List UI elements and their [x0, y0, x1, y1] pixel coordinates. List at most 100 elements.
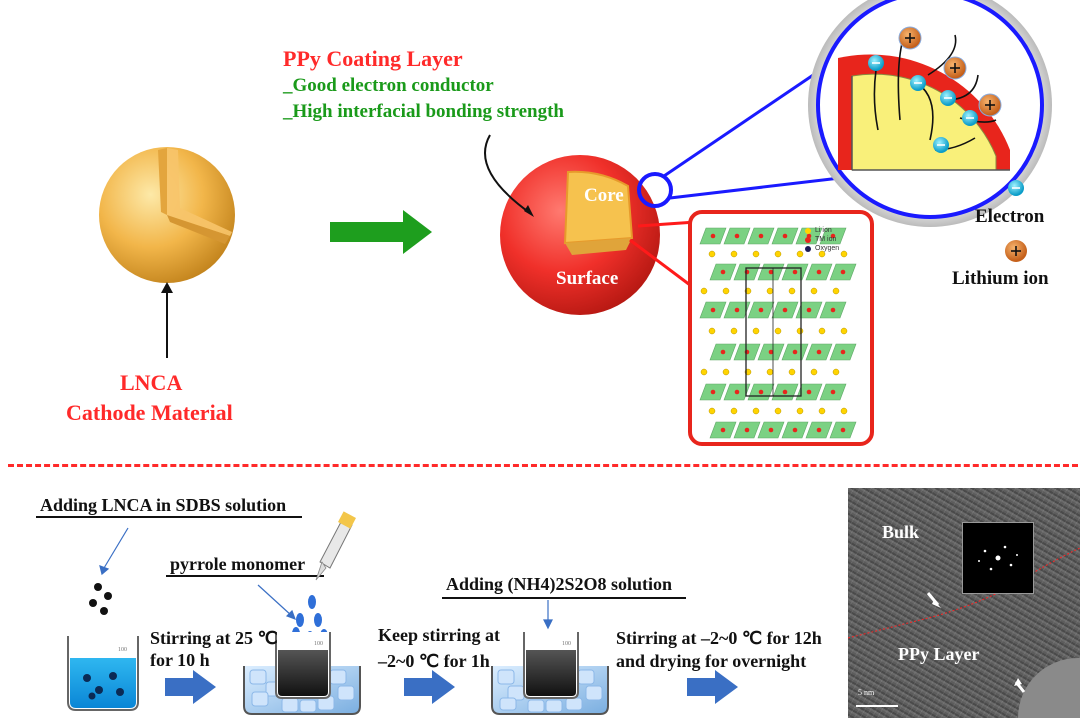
zoom-bubble: [808, 0, 1052, 227]
tm-ion: [782, 389, 788, 395]
li-ion: [730, 250, 738, 258]
li-ion: [788, 368, 796, 376]
li-ion: [700, 287, 708, 295]
electron-legend-icon: [1008, 180, 1024, 196]
li-ion: [708, 407, 716, 415]
tm-ion: [830, 389, 836, 395]
li-ion: [722, 368, 730, 376]
green-process-arrow: [330, 210, 432, 254]
tm-ion: [720, 349, 726, 355]
tm-ion: [792, 269, 798, 275]
tm-ion: [720, 427, 726, 433]
ice-bath-2: 100: [491, 632, 609, 715]
electron-icons: [868, 55, 978, 153]
pyrrole-label: pyrrole monomer: [170, 554, 306, 574]
li-ion: [766, 368, 774, 376]
surface-label: Surface: [556, 268, 619, 289]
core-label: Core: [584, 185, 624, 206]
li-ion: [840, 407, 848, 415]
li-ion: [832, 287, 840, 295]
li-ion: [818, 250, 826, 258]
adding-aps-title: Adding (NH4)2S2O8 solution: [446, 574, 673, 594]
li-ion: [840, 327, 848, 335]
svg-text:100: 100: [562, 641, 571, 647]
ppy-property-1: _Good electron conductor: [283, 75, 494, 96]
tm-ion: [768, 349, 774, 355]
ppy-property-2: _High interfacial bonding strength: [283, 101, 564, 122]
li-ion: [730, 327, 738, 335]
li-ion: [766, 287, 774, 295]
tm-ion: [734, 233, 740, 239]
li-ion: [752, 407, 760, 415]
legend-li: Li ion: [815, 227, 832, 234]
li-ion: [840, 250, 848, 258]
tm-ion: [816, 427, 822, 433]
tm-ion: [816, 269, 822, 275]
step1-stir-2: for 10 h: [150, 650, 210, 670]
lithium-ion-icons: [898, 26, 1002, 117]
tm-ion: [792, 427, 798, 433]
li-ion: [774, 327, 782, 335]
li-ion: [700, 368, 708, 376]
crystal-lattice-panel: [688, 210, 874, 446]
lattice-legend: Li ion TM ion Oxygen: [815, 226, 839, 253]
lithium-label: Lithium ion: [952, 268, 1049, 289]
li-ion: [810, 287, 818, 295]
tm-ion: [768, 269, 774, 275]
coated-sphere: [500, 155, 660, 315]
tm-ion: [734, 307, 740, 313]
li-ion: [818, 327, 826, 335]
ppy-title: PPy Coating Layer: [283, 46, 463, 71]
li-ion: [832, 368, 840, 376]
keep-stirring-1: Keep stirring at: [378, 625, 500, 645]
li-ion: [774, 407, 782, 415]
li-ion: [752, 250, 760, 258]
tm-ion: [840, 269, 846, 275]
step1-title: Adding LNCA in SDBS solution: [40, 495, 287, 515]
li-ion: [796, 250, 804, 258]
li-ion: [708, 327, 716, 335]
bottom-process: 100 100: [36, 511, 738, 715]
svg-text:100: 100: [118, 647, 127, 653]
tm-ion: [710, 233, 716, 239]
tm-ion: [720, 269, 726, 275]
beaker-1: 100: [67, 636, 139, 711]
tm-ion: [782, 307, 788, 313]
lnca-pointer-arrow: [161, 282, 173, 358]
final-step-2: and drying for overnight: [616, 651, 807, 671]
li-ion: [818, 407, 826, 415]
top-diagram: [99, 0, 1052, 446]
tm-ion: [830, 233, 836, 239]
tm-ion: [758, 233, 764, 239]
zoom-indicator: [637, 63, 841, 208]
tm-ion: [744, 427, 750, 433]
tem-scale-label: 5 nm: [858, 688, 875, 697]
tm-ion: [758, 307, 764, 313]
tm-ion: [710, 389, 716, 395]
tm-ion: [830, 307, 836, 313]
tm-ion: [806, 389, 812, 395]
tem-ppy-label: PPy Layer: [898, 644, 980, 664]
lnca-particles: [89, 583, 112, 615]
tm-ion: [806, 307, 812, 313]
tm-ion: [840, 349, 846, 355]
legend-tm: TM ion: [815, 236, 837, 243]
lithium-legend-icon: [1005, 240, 1027, 262]
lnca-label: LNCA: [120, 370, 183, 395]
li-ion: [788, 287, 796, 295]
process-arrows: [165, 670, 738, 704]
tem-image: Bulk PPy Layer 5 nm: [848, 488, 1080, 718]
li-ion: [774, 250, 782, 258]
li-ion: [796, 407, 804, 415]
tm-ion: [792, 349, 798, 355]
tm-ion: [782, 233, 788, 239]
section-divider: [8, 464, 1078, 467]
tm-ion: [734, 389, 740, 395]
svg-text:100: 100: [314, 641, 323, 647]
ice-bath-1: 100: [243, 632, 361, 715]
final-step-1: Stirring at –2~0 ℃ for 12h: [616, 628, 822, 648]
tm-ion: [758, 389, 764, 395]
keep-stirring-2: –2~0 ℃ for 1h: [378, 651, 490, 671]
lnca-sphere: [99, 147, 235, 283]
li-ion: [722, 287, 730, 295]
